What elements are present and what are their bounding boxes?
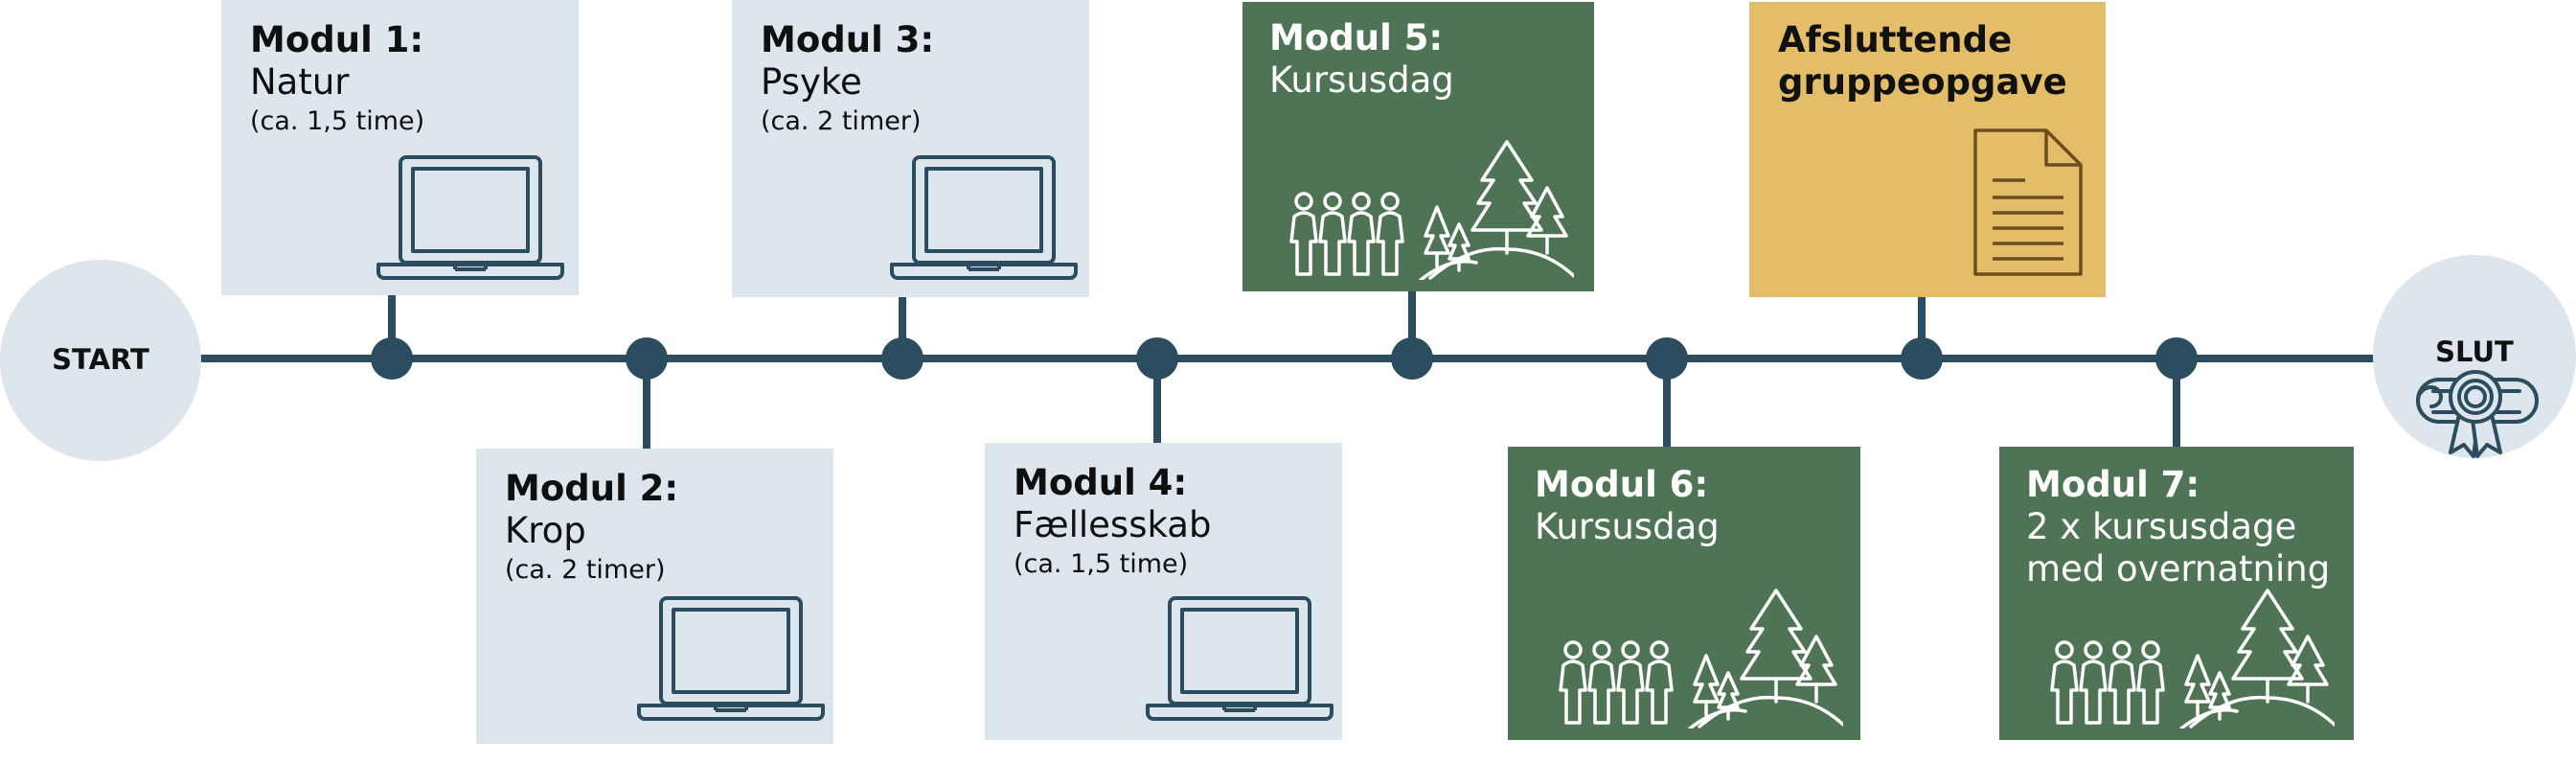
module-title: Modul 1: bbox=[250, 19, 424, 60]
node-modul-4 bbox=[1136, 337, 1178, 380]
module-subtitle: gruppeopgave bbox=[1778, 61, 2067, 103]
start-circle bbox=[0, 260, 201, 461]
start-label: START bbox=[52, 343, 149, 376]
laptop-icon bbox=[376, 155, 564, 280]
laptop-icon bbox=[890, 155, 1078, 280]
node-modul-3 bbox=[881, 337, 923, 380]
people-forest-icon bbox=[1559, 589, 1843, 728]
people-forest-icon bbox=[1289, 140, 1574, 280]
module-title: Modul 5: bbox=[1269, 17, 1444, 58]
module-title: Modul 4: bbox=[1014, 462, 1188, 503]
module-subtitle: Kursusdag bbox=[1269, 59, 1454, 101]
module-duration: (ca. 2 timer) bbox=[761, 106, 922, 136]
module-duration: (ca. 1,5 time) bbox=[250, 106, 425, 136]
node-modul-5 bbox=[1391, 337, 1433, 380]
module-card-1: Modul 1: Natur (ca. 1,5 time) bbox=[221, 0, 579, 295]
node-modul-7 bbox=[2155, 337, 2198, 380]
module-subtitle: 2 x kursusdage bbox=[2026, 506, 2297, 547]
node-modul-1 bbox=[371, 337, 413, 380]
module-subtitle: Psyke bbox=[761, 61, 862, 103]
module-title: Modul 2: bbox=[505, 468, 679, 509]
module-card-6: Modul 6: Kursusdag bbox=[1508, 447, 1860, 740]
module-card-2: Modul 2: Krop (ca. 2 timer) bbox=[476, 449, 833, 744]
module-title: Modul 6: bbox=[1535, 464, 1709, 505]
module-card-5: Modul 5: Kursusdag bbox=[1242, 2, 1594, 291]
module-subtitle: Krop bbox=[505, 510, 586, 551]
laptop-icon bbox=[1146, 596, 1334, 721]
node-modul-2 bbox=[626, 337, 668, 380]
module-subtitle: Kursusdag bbox=[1535, 506, 1720, 547]
node-modul-6 bbox=[1646, 337, 1688, 380]
module-card-3: Modul 3: Psyke (ca. 2 timer) bbox=[732, 0, 1089, 297]
end-label: SLUT bbox=[2435, 335, 2514, 368]
document-icon bbox=[1973, 128, 2083, 276]
module-title: Afsluttende bbox=[1778, 19, 2013, 60]
module-subtitle: Fællesskab bbox=[1014, 504, 1212, 545]
module-card-4: Modul 4: Fællesskab (ca. 1,5 time) bbox=[985, 443, 1342, 740]
laptop-icon bbox=[637, 596, 825, 721]
module-duration: (ca. 1,5 time) bbox=[1014, 549, 1189, 579]
module-title: Modul 7: bbox=[2026, 464, 2200, 505]
diploma-scroll-icon bbox=[2416, 370, 2539, 458]
people-forest-icon bbox=[2050, 589, 2335, 728]
module-title: Modul 3: bbox=[761, 19, 935, 60]
module-duration: (ca. 2 timer) bbox=[505, 555, 666, 585]
module-subtitle-line-2: med overnatning bbox=[2026, 548, 2331, 590]
group-assignment-card: Afsluttende gruppeopgave bbox=[1749, 2, 2106, 297]
module-subtitle: Natur bbox=[250, 61, 350, 103]
node-gruppeopgave bbox=[1901, 337, 1943, 380]
module-card-7: Modul 7: 2 x kursusdage med overnatning bbox=[1999, 447, 2354, 740]
